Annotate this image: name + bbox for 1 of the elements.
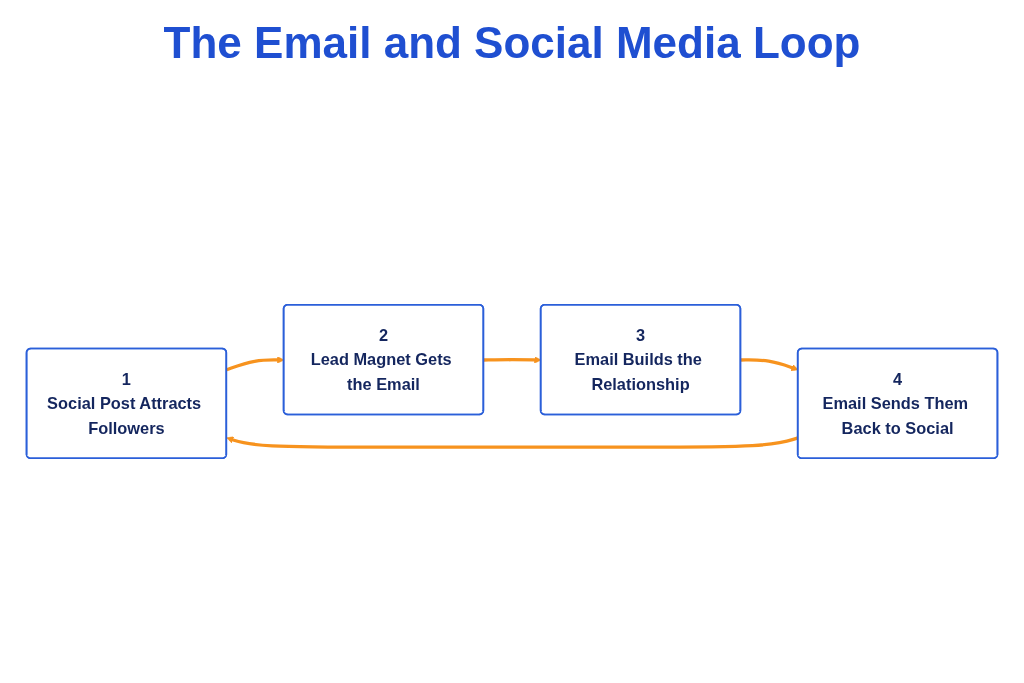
- title: The Email and Social Media Loop: [163, 18, 861, 68]
